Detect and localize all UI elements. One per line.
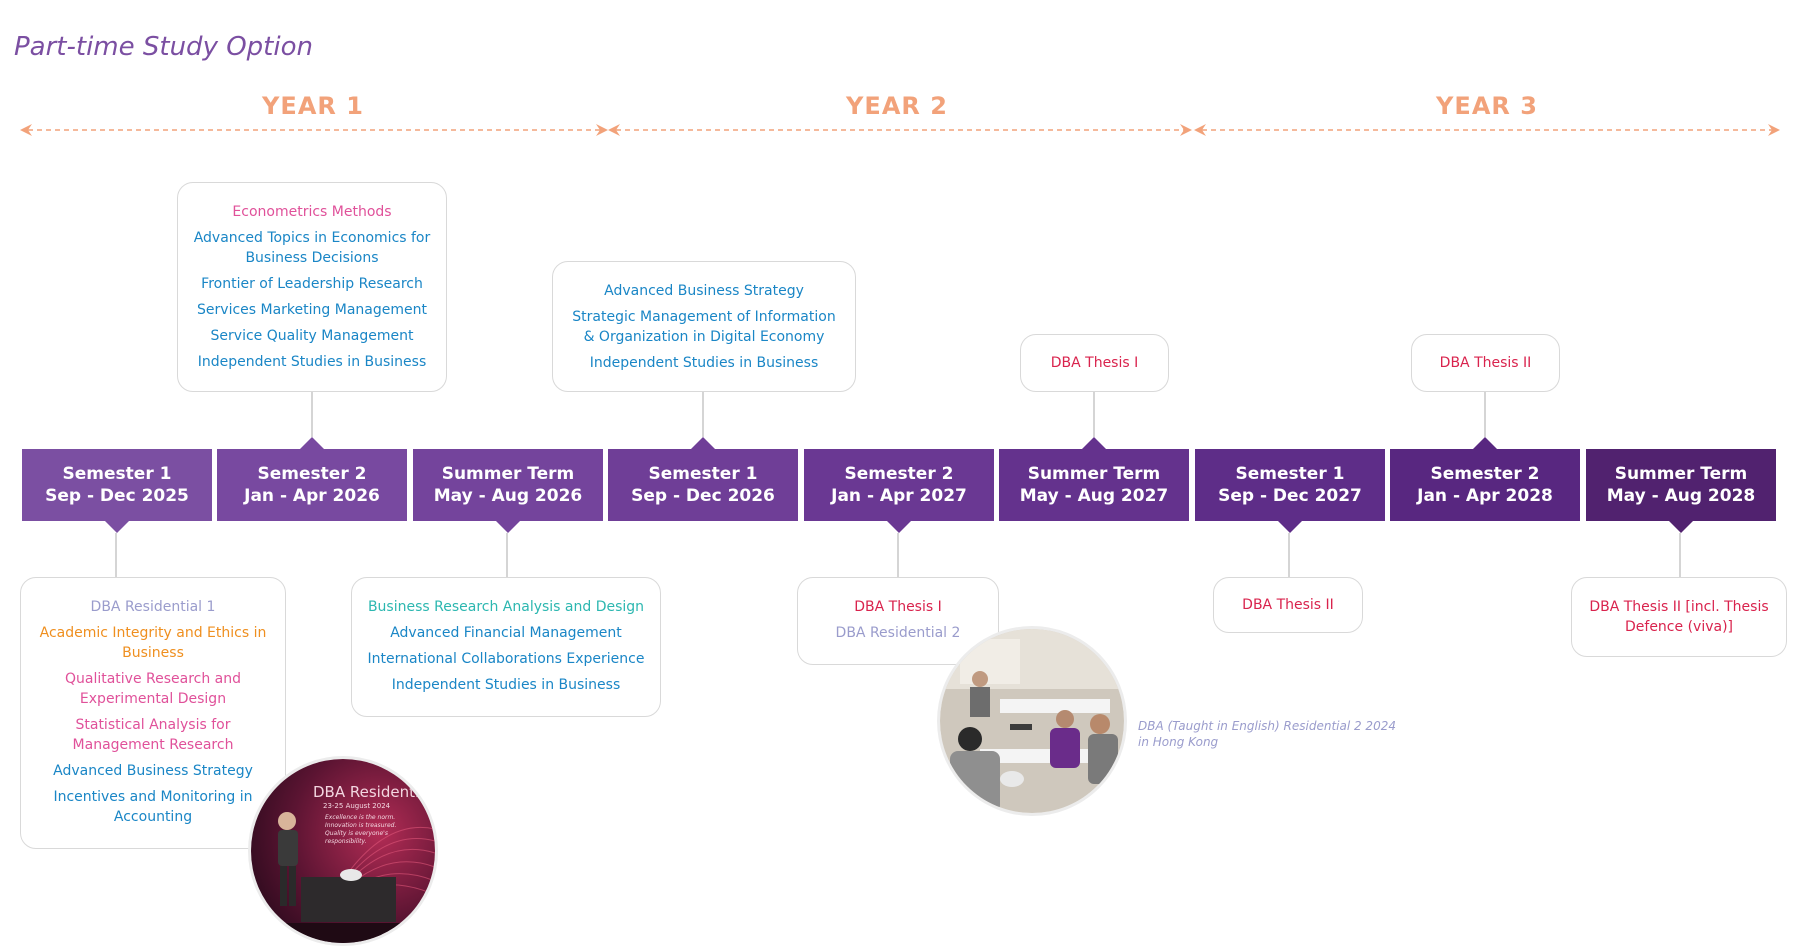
banner-date: 23-25 August 2024 <box>323 802 391 810</box>
course-item: DBA Thesis II <box>1242 597 1334 613</box>
connector-line <box>702 391 704 437</box>
semester-y1-s2: Semester 2 Jan - Apr 2026 <box>217 437 407 521</box>
photo-dba-residential-1: DBA Residential 23-25 August 2024 Excell… <box>248 756 438 946</box>
pointer-down <box>496 521 520 533</box>
photo-dba-residential-2 <box>937 626 1127 816</box>
course-box-y2-s2: DBA Thesis I DBA Residential 2 <box>797 577 999 665</box>
course-item: Services Marketing Management <box>197 302 427 318</box>
page-title: Part-time Study Option <box>14 32 313 62</box>
connector-line <box>897 533 899 578</box>
year-2-span-arrow <box>608 124 1192 136</box>
pointer-up <box>1473 437 1497 449</box>
semester-y1-s1: Semester 1 Sep - Dec 2025 <box>22 449 212 533</box>
year-label-2: YEAR 2 <box>846 92 948 120</box>
course-item: DBA Thesis I <box>854 599 942 615</box>
semester-y3-s1: Semester 1 Sep - Dec 2027 <box>1195 449 1385 533</box>
connector-line <box>1093 391 1095 437</box>
semester-dates: Sep - Dec 2026 <box>631 486 775 506</box>
connector-line <box>311 391 313 437</box>
semester-name: Semester 2 <box>257 464 367 484</box>
course-item: Qualitative Research and Experimental De… <box>64 671 242 707</box>
course-item: DBA Residential 2 <box>835 625 961 641</box>
semester-dates: Sep - Dec 2027 <box>1218 486 1362 506</box>
course-item: Statistical Analysis for Management Rese… <box>72 717 234 753</box>
semester-name: Semester 1 <box>648 464 758 484</box>
connector-line <box>115 533 117 578</box>
connector-line <box>1679 533 1681 578</box>
pointer-up <box>691 437 715 449</box>
semester-y3-s2: Semester 2 Jan - Apr 2028 <box>1390 437 1580 521</box>
course-item: International Collaborations Experience <box>367 651 645 667</box>
meeting-photo <box>940 629 1124 813</box>
course-item: Service Quality Management <box>210 328 414 344</box>
course-box-y1-s2: Econometrics Methods Advanced Topics in … <box>177 182 447 392</box>
semester-y3-summer: Summer Term May - Aug 2028 <box>1586 449 1776 533</box>
course-item: Advanced Business Strategy <box>604 283 804 299</box>
pointer-up <box>1082 437 1106 449</box>
course-box-y2-summer: DBA Thesis I <box>1020 334 1169 392</box>
banner-text: Excellence is the norm. Innovation is tr… <box>325 814 397 845</box>
semester-y2-s1: Semester 1 Sep - Dec 2026 <box>608 437 798 521</box>
course-item: Strategic Management of Information & Or… <box>572 309 836 345</box>
semester-name: Semester 1 <box>62 464 172 484</box>
photo-caption: DBA (Taught in English) Residential 2 20… <box>1138 719 1396 749</box>
pointer-down <box>105 521 129 533</box>
course-box-y1-summer: Business Research Analysis and Design Ad… <box>351 577 661 717</box>
semester-dates: May - Aug 2026 <box>433 486 583 506</box>
semester-name: Summer Term <box>1614 464 1748 484</box>
semester-dates: Jan - Apr 2028 <box>1417 486 1553 506</box>
course-item: Econometrics Methods <box>232 204 392 220</box>
course-item: Advanced Financial Management <box>390 625 622 641</box>
connector-line <box>506 533 508 578</box>
course-item: Academic Integrity and Ethics in Busines… <box>39 625 267 661</box>
pointer-down <box>887 521 911 533</box>
course-item: DBA Thesis II <box>1439 355 1532 371</box>
course-item: Incentives and Monitoring in Accounting <box>53 789 253 825</box>
semester-dates: May - Aug 2028 <box>1606 486 1756 506</box>
course-box-y3-s1: DBA Thesis II <box>1213 577 1363 633</box>
course-item: Independent Studies in Business <box>589 355 819 371</box>
semester-dates: Jan - Apr 2027 <box>831 486 967 506</box>
banner-title: DBA Residential <box>313 783 433 801</box>
semester-name: Semester 1 <box>1235 464 1345 484</box>
connector-line <box>1288 533 1290 578</box>
semester-dates: Jan - Apr 2026 <box>244 486 380 506</box>
course-item: DBA Thesis II [incl. Thesis Defence (viv… <box>1589 599 1769 635</box>
semester-name: Summer Term <box>1027 464 1161 484</box>
year-1-span-arrow <box>20 124 608 136</box>
year-label-1: YEAR 1 <box>262 92 364 120</box>
course-box-y1-s1: DBA Residential 1 Academic Integrity and… <box>20 577 286 849</box>
semester-y2-summer: Summer Term May - Aug 2027 <box>999 437 1189 521</box>
pointer-down <box>1278 521 1302 533</box>
semester-dates: May - Aug 2027 <box>1019 486 1169 506</box>
course-item: Frontier of Leadership Research <box>201 276 423 292</box>
pointer-up <box>300 437 324 449</box>
semester-y2-s2: Semester 2 Jan - Apr 2027 <box>804 449 994 533</box>
semester-name: Semester 2 <box>844 464 954 484</box>
pointer-down <box>1669 521 1693 533</box>
course-item: DBA Residential 1 <box>90 599 216 615</box>
course-item: DBA Thesis I <box>1050 355 1139 371</box>
semester-dates: Sep - Dec 2025 <box>45 486 189 506</box>
course-item: Advanced Business Strategy <box>53 763 253 779</box>
semester-name: Summer Term <box>441 464 575 484</box>
year-label-3: YEAR 3 <box>1436 92 1538 120</box>
course-item: Business Research Analysis and Design <box>367 599 645 615</box>
semester-name: Semester 2 <box>1430 464 1540 484</box>
year-3-span-arrow <box>1194 124 1780 136</box>
semester-y1-summer: Summer Term May - Aug 2026 <box>413 449 603 533</box>
course-box-y2-s1: Advanced Business Strategy Strategic Man… <box>552 261 856 392</box>
course-box-y3-summer: DBA Thesis II [incl. Thesis Defence (viv… <box>1571 577 1787 657</box>
connector-line <box>1484 391 1486 437</box>
course-item: Independent Studies in Business <box>391 677 621 693</box>
course-item: Advanced Topics in Economics for Busines… <box>193 230 431 266</box>
course-item: Independent Studies in Business <box>197 354 427 370</box>
residential-photo <box>251 759 435 943</box>
course-box-y3-s2: DBA Thesis II <box>1411 334 1560 392</box>
